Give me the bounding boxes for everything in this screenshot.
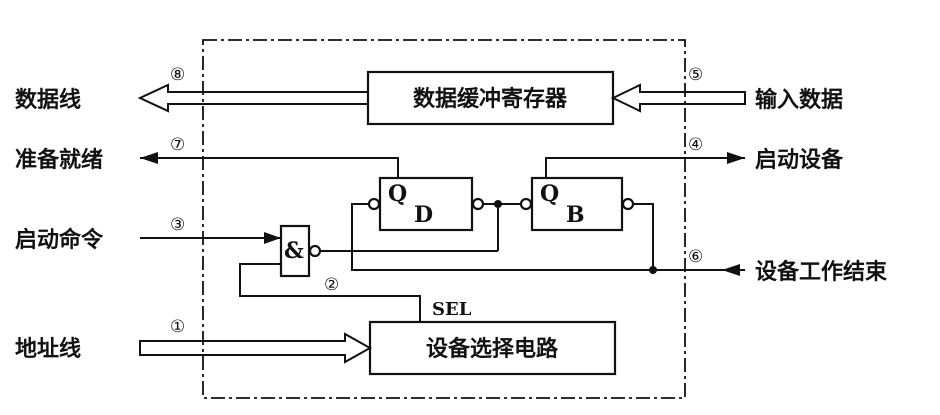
sel-label: SEL bbox=[432, 299, 472, 320]
device-select-label: 设备选择电路 bbox=[426, 336, 559, 362]
data-line-label: 数据线 bbox=[15, 87, 81, 113]
and-gate-output-bubble bbox=[308, 244, 322, 258]
device-select-block bbox=[368, 320, 617, 376]
ready-arrowhead bbox=[140, 152, 158, 164]
marker-7: ⑦ bbox=[170, 135, 185, 155]
device-done-arrowhead bbox=[722, 264, 740, 276]
flipflop-b-q: Q bbox=[540, 181, 559, 207]
interface-boundary bbox=[202, 39, 686, 399]
marker-4: ④ bbox=[688, 135, 703, 155]
buffer-register-label: 数据缓冲寄存器 bbox=[413, 86, 568, 112]
junction-dot-done bbox=[649, 266, 657, 274]
flipflop-d-sub: D bbox=[414, 202, 433, 228]
device-done-label: 设备工作结束 bbox=[755, 259, 888, 285]
junction-dot-ff bbox=[494, 200, 502, 208]
and-gate-symbol: & bbox=[284, 238, 304, 264]
flipflop-b-sub: B bbox=[566, 202, 585, 228]
start-command-label: 启动命令 bbox=[15, 227, 104, 253]
data-bus-in-arrow bbox=[610, 83, 746, 113]
flipflop-d-right-bubble bbox=[471, 197, 485, 211]
wiring bbox=[140, 157, 745, 322]
marker-2: ② bbox=[324, 275, 339, 295]
data-bus-out-arrow bbox=[137, 83, 369, 113]
marker-8: ⑧ bbox=[170, 65, 185, 85]
input-data-label: 输入数据 bbox=[755, 87, 843, 113]
flipflop-b-right-bubble bbox=[621, 197, 635, 211]
marker-5: ⑤ bbox=[688, 65, 703, 85]
marker-3: ③ bbox=[170, 215, 185, 235]
address-line-label: 地址线 bbox=[15, 336, 81, 362]
marker-1: ① bbox=[170, 317, 185, 337]
start-device-arrowhead bbox=[727, 152, 745, 164]
address-bus-arrow bbox=[139, 332, 373, 364]
ready-label: 准备就绪 bbox=[15, 147, 103, 173]
flipflop-d-left-bubble bbox=[367, 197, 381, 211]
marker-6: ⑥ bbox=[688, 247, 703, 267]
start-device-label: 启动设备 bbox=[755, 147, 844, 173]
flipflop-b-left-bubble bbox=[519, 197, 533, 211]
start-command-arrowhead bbox=[264, 232, 281, 244]
flipflop-d-q: Q bbox=[388, 181, 407, 207]
